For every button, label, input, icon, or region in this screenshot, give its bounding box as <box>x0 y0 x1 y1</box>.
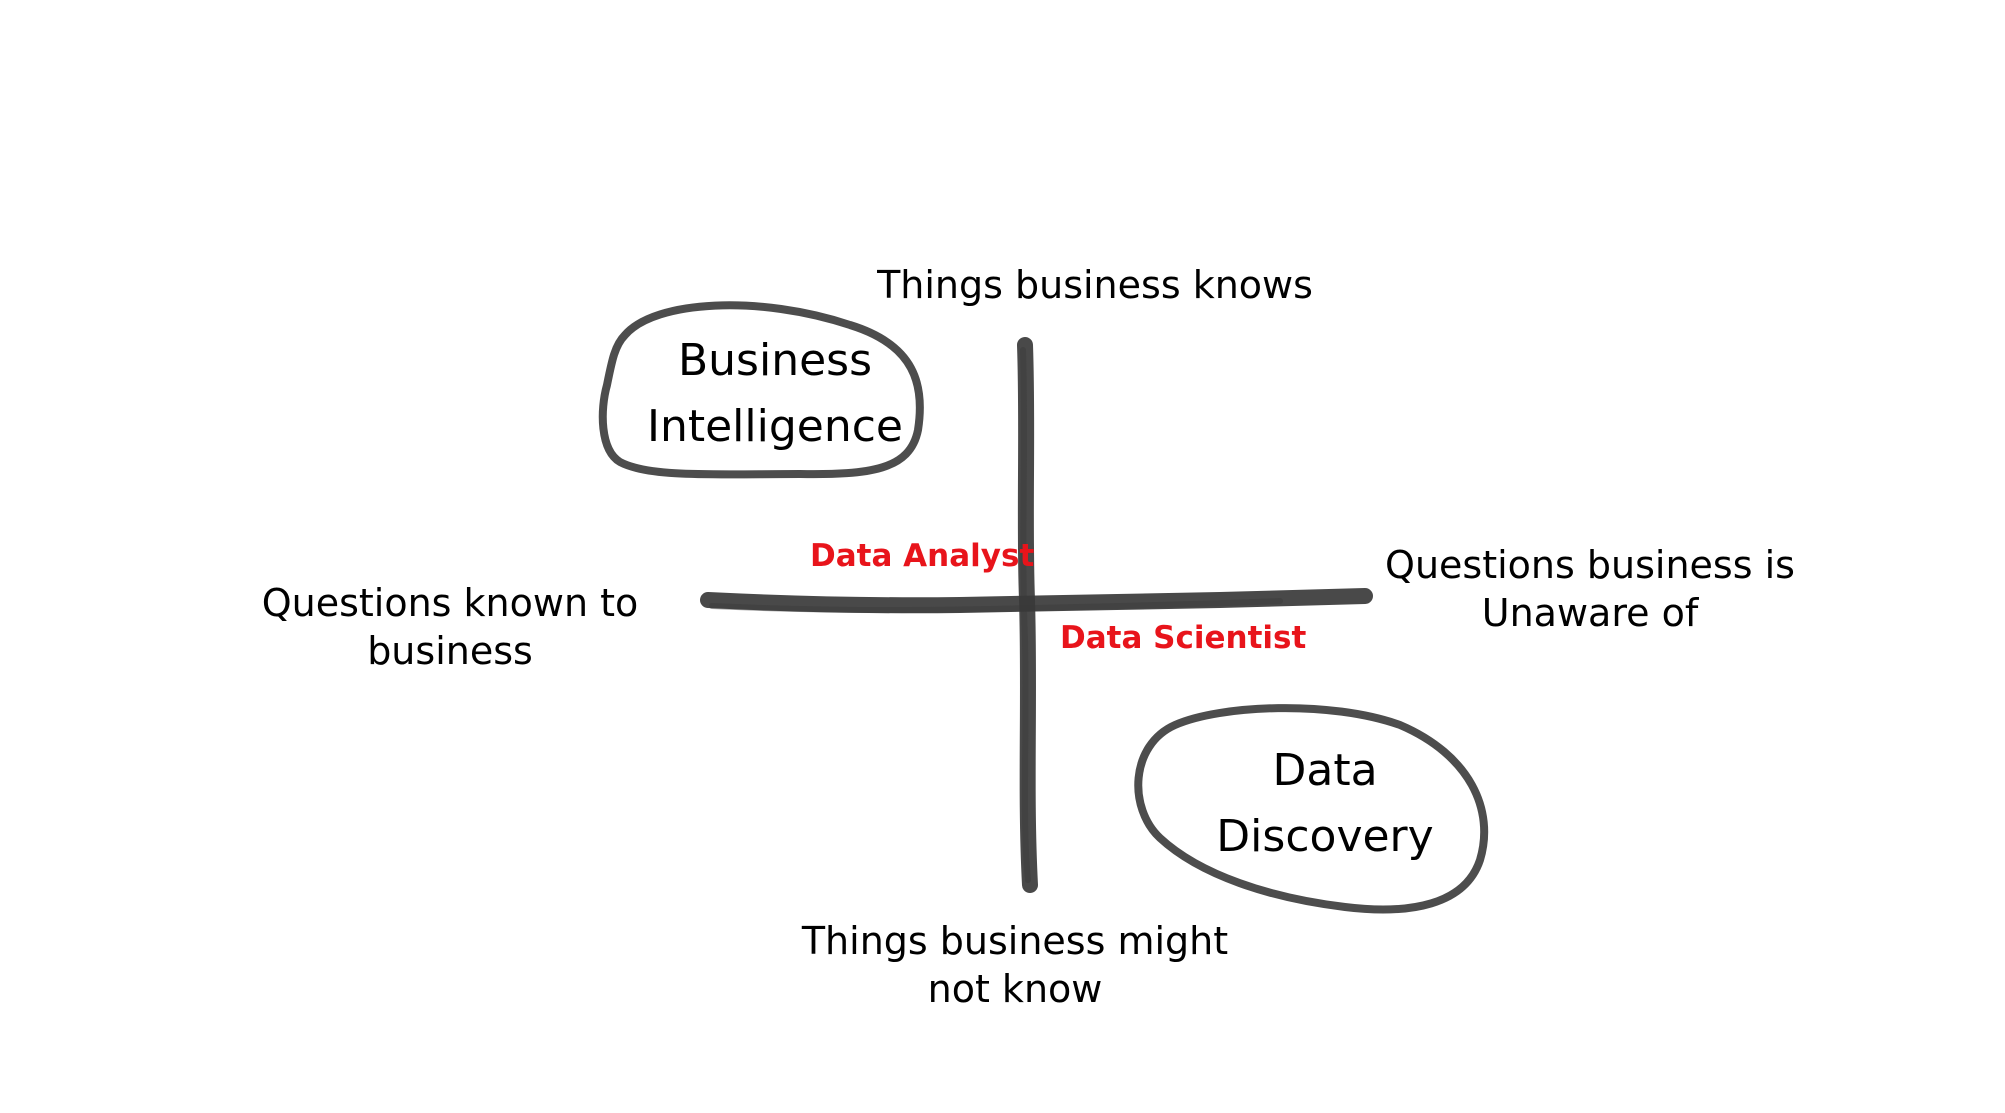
axis-label-right: Questions business is Unaware of <box>1385 543 1795 635</box>
axis-label-left: Questions known to business <box>261 581 639 673</box>
horizontal-axis-texture <box>709 598 1283 613</box>
role-label-data-analyst: Data Analyst <box>810 538 1035 574</box>
data-discovery-loop <box>1134 704 1489 914</box>
bubble-label-data-discovery: Data Discovery <box>1216 745 1434 862</box>
horizontal-axis <box>700 588 1373 614</box>
axis-label-bottom: Things business might not know <box>801 919 1229 1011</box>
vertical-axis-texture <box>1020 347 1031 883</box>
axis-label-top: Things business knows <box>877 263 1313 307</box>
business-intelligence-loop <box>598 301 924 479</box>
bubble-label-business-intelligence: Business Intelligence <box>646 335 903 452</box>
role-label-data-scientist: Data Scientist <box>1060 620 1307 656</box>
